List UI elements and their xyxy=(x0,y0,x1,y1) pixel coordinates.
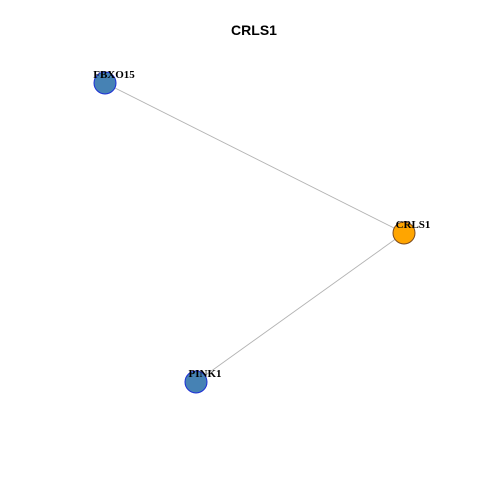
node-label-pink1: PINK1 xyxy=(189,368,222,380)
diagram-title: CRLS1 xyxy=(231,22,277,38)
node-label-crls1: CRLS1 xyxy=(396,219,431,231)
edges-layer xyxy=(104,82,405,383)
node-pink1[interactable]: PINK1 xyxy=(184,368,222,394)
node-circle-crls1[interactable] xyxy=(392,221,416,245)
edge-fbxo15-crls1 xyxy=(104,82,405,234)
node-circle-pink1[interactable] xyxy=(184,370,208,394)
node-circle-fbxo15[interactable] xyxy=(93,71,117,95)
edge-pink1-crls1 xyxy=(195,232,405,383)
node-crls1[interactable]: CRLS1 xyxy=(392,219,431,245)
node-fbxo15[interactable]: FBXO15 xyxy=(93,69,135,95)
node-label-fbxo15: FBXO15 xyxy=(93,69,135,81)
